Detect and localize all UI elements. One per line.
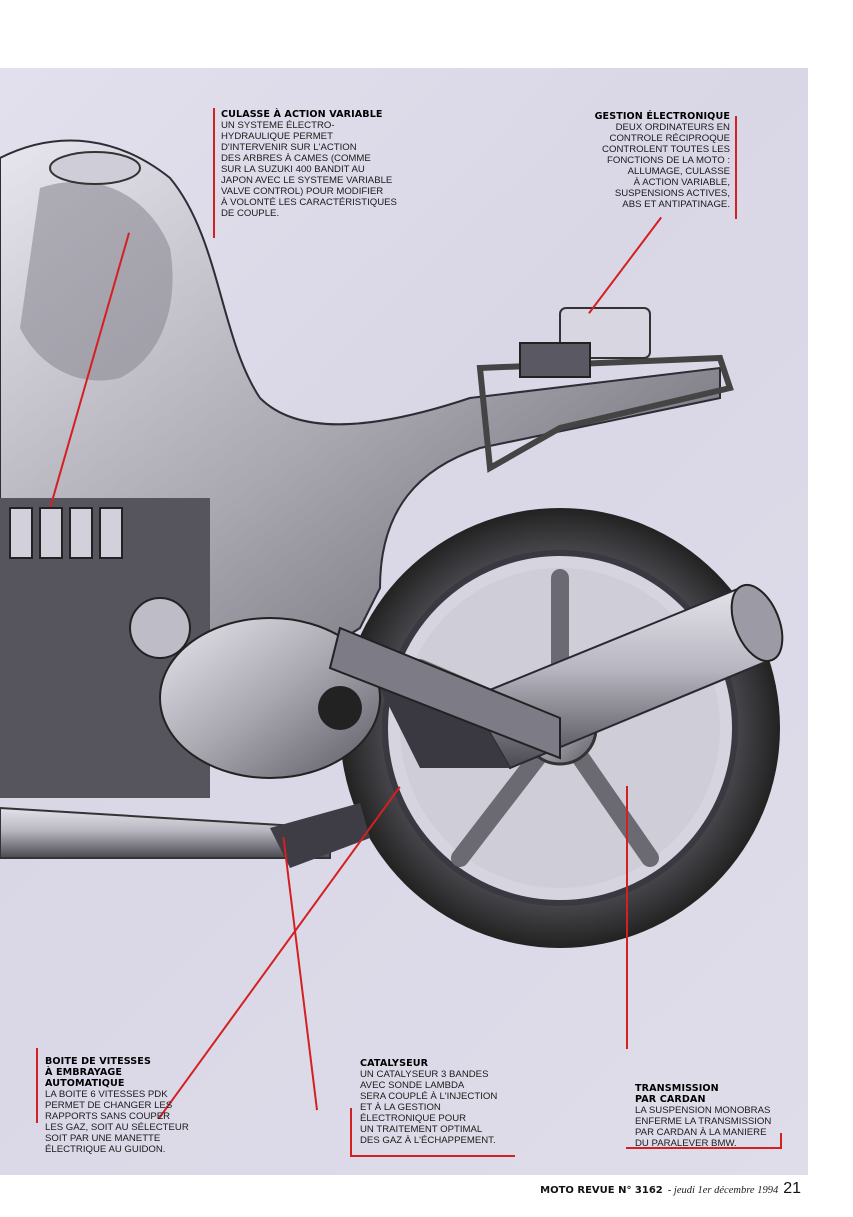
callout-boite-line: LA BOITE 6 VITESSES PDK xyxy=(45,1089,168,1100)
callout-gestion-line: À ACTION VARIABLE, xyxy=(633,177,730,188)
callout-transmission-title: TRANSMISSION xyxy=(635,1083,719,1094)
callout-culasse-line: HYDRAULIQUE PERMET xyxy=(221,131,333,142)
callout-catalyseur: CATALYSEUR UN CATALYSEUR 3 BANDES AVEC S… xyxy=(360,1058,535,1146)
callout-boite-title: À EMBRAYAGE xyxy=(45,1067,123,1078)
callout-gestion-title: GESTION ÉLECTRONIQUE xyxy=(594,111,730,122)
callout-culasse-line: SUR LA SUZUKI 400 BANDIT AU xyxy=(221,164,365,175)
magazine-issue: MOTO REVUE N° 3162 xyxy=(540,1185,663,1196)
callout-gestion-line: FONCTIONS DE LA MOTO : xyxy=(607,155,730,166)
callout-culasse-line: À VOLONTÉ LES CARACTÉRISTIQUES xyxy=(221,197,397,208)
callout-culasse-line: JAPON AVEC LE SYSTEME VARIABLE xyxy=(221,175,393,186)
motorcycle-illustration xyxy=(0,139,784,948)
motorcycle-plate xyxy=(0,68,808,1175)
leader-transmission-vertical xyxy=(626,786,628,1049)
callout-boite-line: SOIT PAR UNE MANETTE xyxy=(45,1133,161,1144)
callout-transmission-line: DU PARALEVER BMW. xyxy=(635,1138,737,1149)
callout-catalyseur-line: AVEC SONDE LAMBDA xyxy=(360,1080,465,1091)
leader-catalyseur-bottom xyxy=(350,1155,515,1157)
callout-culasse-line: D'INTERVENIR SUR L'ACTION xyxy=(221,142,357,153)
callout-transmission-line: PAR CARDAN À LA MANIERE xyxy=(635,1127,767,1138)
leader-gestion-vertical xyxy=(735,116,737,219)
callout-boite-line: ÉLECTRIQUE AU GUIDON. xyxy=(45,1144,166,1155)
callout-boite-line: LES GAZ, SOIT AU SÉLECTEUR xyxy=(45,1122,189,1133)
callout-catalyseur-line: UN TRAITEMENT OPTIMAL xyxy=(360,1124,483,1135)
callout-gestion-line: DEUX ORDINATEURS EN xyxy=(615,122,730,133)
leader-boite-vertical xyxy=(36,1048,38,1123)
leader-transmission-right xyxy=(780,1133,782,1149)
callout-gestion-line: ABS ET ANTIPATINAGE. xyxy=(622,199,730,210)
callout-culasse-title: CULASSE À ACTION VARIABLE xyxy=(221,109,383,120)
callout-catalyseur-line: ET À LA GESTION xyxy=(360,1102,441,1113)
callout-transmission: TRANSMISSION PAR CARDAN LA SUSPENSION MO… xyxy=(635,1083,805,1149)
swingarm xyxy=(270,626,561,868)
leader-culasse-horizontal xyxy=(213,108,215,238)
callout-transmission-line: LA SUSPENSION MONOBRAS xyxy=(635,1105,771,1116)
page-number: 21 xyxy=(783,1180,801,1197)
callout-culasse-line: UN SYSTEME ÉLECTRO- xyxy=(221,120,335,131)
callout-catalyseur-line: UN CATALYSEUR 3 BANDES xyxy=(360,1069,489,1080)
callout-gestion-line: CONTROLENT TOUTES LES xyxy=(602,144,730,155)
callout-boite-line: RAPPORTS SANS COUPER xyxy=(45,1111,171,1122)
issue-date: - jeudi 1er décembre 1994 xyxy=(667,1185,779,1196)
callout-boite-title: AUTOMATIQUE xyxy=(45,1078,125,1089)
callout-culasse-line: DE COUPLE. xyxy=(221,208,280,219)
leader-catalyseur-vertical xyxy=(350,1108,352,1156)
callout-gestion-line: SUSPENSIONS ACTIVES, xyxy=(614,188,730,199)
callout-gestion-line: CONTROLE RÉCIPROQUE xyxy=(609,133,730,144)
callout-catalyseur-title: CATALYSEUR xyxy=(360,1058,429,1069)
callout-culasse-line: DES ARBRES À CAMES (COMME xyxy=(221,153,371,164)
callout-catalyseur-line: ÉLECTRONIQUE POUR xyxy=(360,1113,467,1124)
leader-transmission-bottom xyxy=(626,1147,782,1149)
callout-transmission-title: PAR CARDAN xyxy=(635,1094,706,1105)
callout-catalyseur-line: SERA COUPLÉ À L'INJECTION xyxy=(360,1091,498,1102)
callout-gestion: GESTION ÉLECTRONIQUE DEUX ORDINATEURS EN… xyxy=(540,111,730,210)
page-footer: MOTO REVUE N° 3162 - jeudi 1er décembre … xyxy=(540,1180,801,1198)
callout-boite-title: BOITE DE VITESSES xyxy=(45,1056,151,1067)
callout-culasse: CULASSE À ACTION VARIABLE UN SYSTEME ÉLE… xyxy=(221,109,431,219)
callout-culasse-line: VALVE CONTROL) POUR MODIFIER xyxy=(221,186,384,197)
callout-gestion-line: ALLUMAGE, CULASSE xyxy=(627,166,730,177)
callout-boite: BOITE DE VITESSES À EMBRAYAGE AUTOMATIQU… xyxy=(45,1056,220,1155)
engine xyxy=(0,498,381,859)
callout-catalyseur-line: DES GAZ À L'ÉCHAPPEMENT. xyxy=(360,1135,496,1146)
callout-boite-line: PERMET DE CHANGER LES xyxy=(45,1100,173,1111)
callout-transmission-line: ENFERME LA TRANSMISSION xyxy=(635,1116,772,1127)
